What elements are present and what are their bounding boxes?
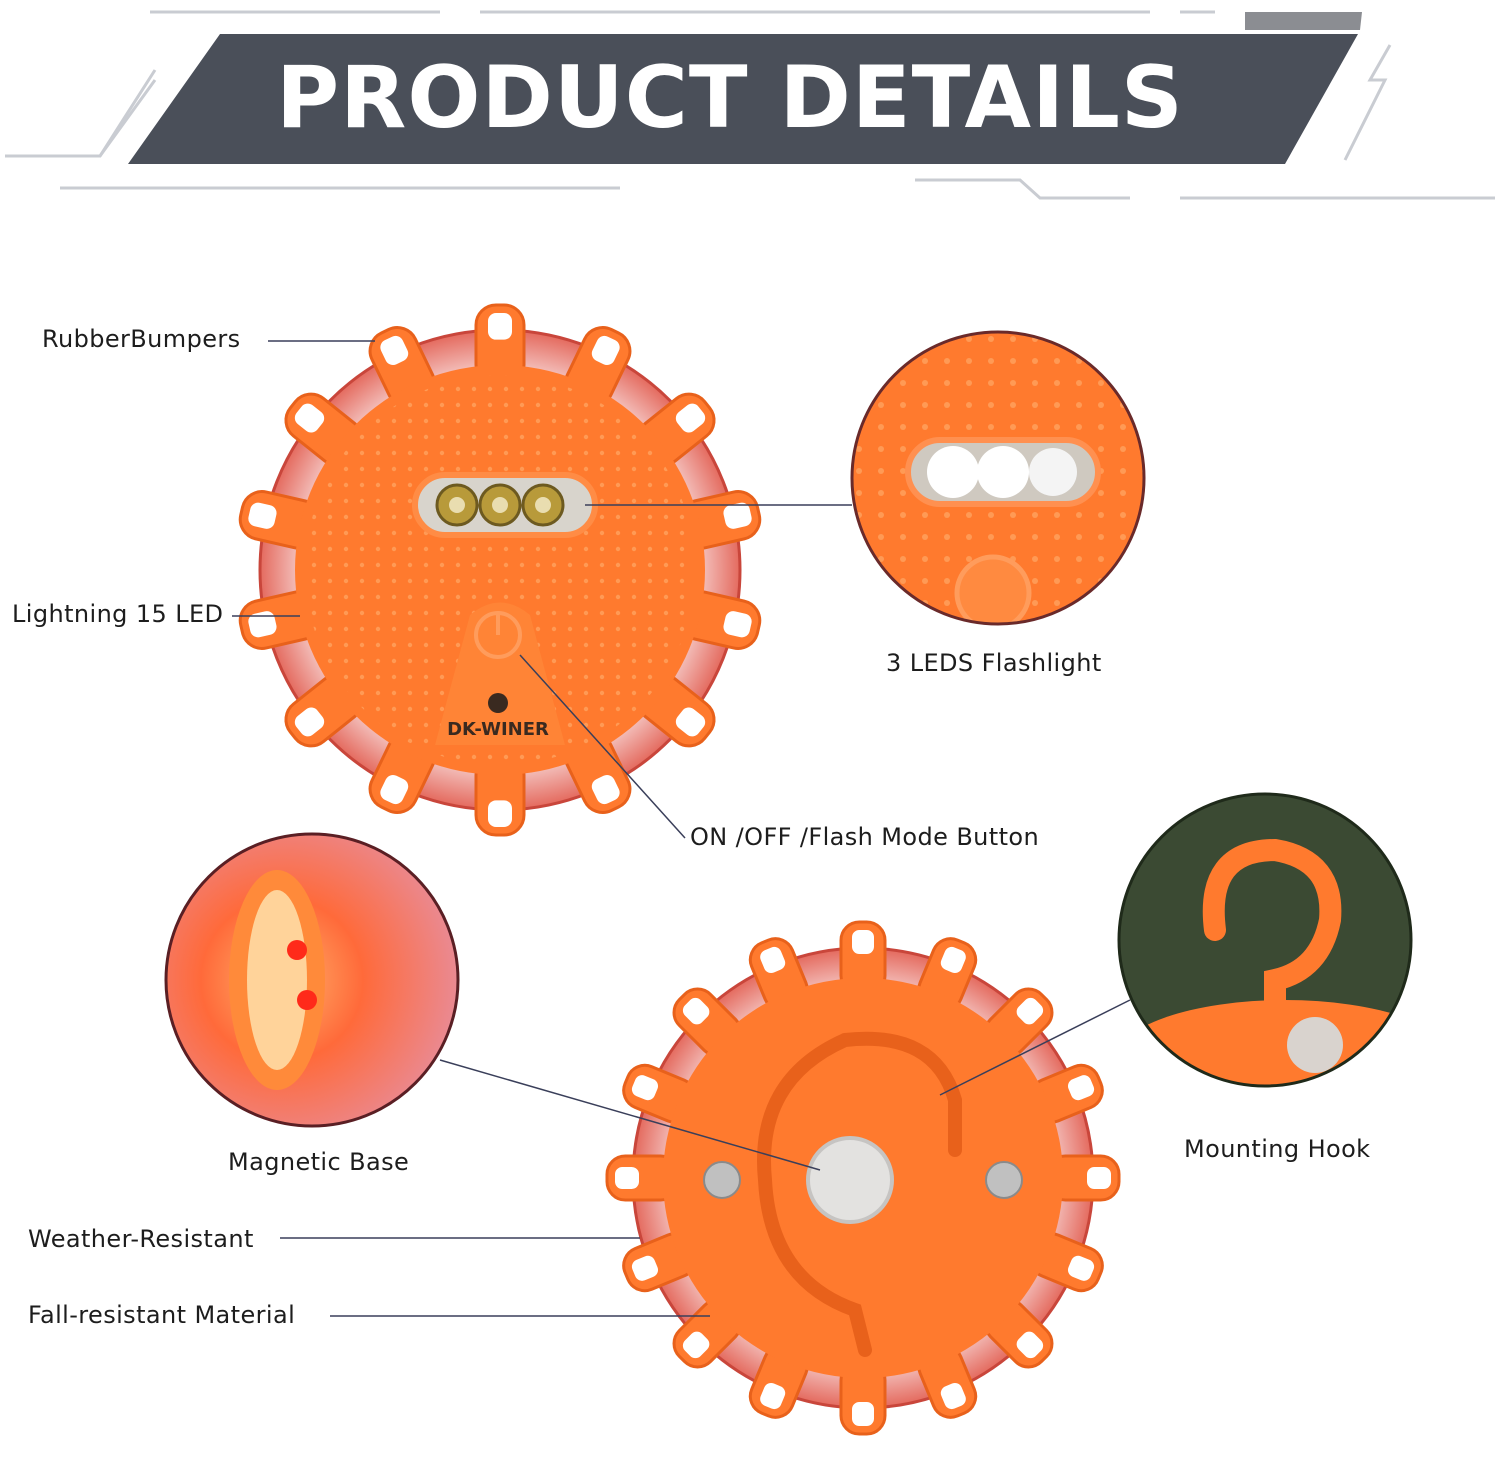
- bumper-hole: [615, 1167, 639, 1189]
- bumper-hole: [631, 1255, 659, 1281]
- magnetic-base-zoom: [164, 832, 460, 1128]
- bumper-hole: [294, 707, 325, 737]
- bumper-hole: [723, 611, 752, 638]
- flare-back-view: [605, 920, 1121, 1436]
- bumper-hole: [488, 800, 512, 827]
- bumper-hole: [682, 1331, 710, 1359]
- bumper-hole: [940, 946, 966, 974]
- bumper-hole: [1067, 1255, 1095, 1281]
- label-lightning-led: Lightning 15 LED: [12, 600, 224, 628]
- bumper-hole: [248, 502, 277, 529]
- bumper-hole: [675, 403, 706, 433]
- label-rubber-bumpers: RubberBumpers: [42, 325, 241, 353]
- bumper-hole: [940, 1382, 966, 1410]
- bumper-hole: [760, 946, 786, 974]
- bumper-hole: [682, 997, 710, 1025]
- banner-shape: [128, 34, 1358, 164]
- bumper-hole: [852, 1402, 874, 1426]
- bumper-hole: [760, 1382, 786, 1410]
- label-magnetic-base: Magnetic Base: [228, 1148, 410, 1176]
- banner-graphic: [5, 10, 1495, 200]
- page-title: PRODUCT DETAILS: [276, 48, 1184, 148]
- bumper-hole: [380, 774, 409, 805]
- bumper-hole: [380, 335, 409, 366]
- label-leds-flashlight: 3 LEDS Flashlight: [886, 649, 1102, 677]
- label-mounting-hook: Mounting Hook: [1184, 1135, 1371, 1163]
- bumper-hole: [591, 335, 620, 366]
- flashlight-zoom: [850, 330, 1146, 626]
- mounting-hook-zoom: [1117, 792, 1413, 1088]
- label-weather-resistant: Weather-Resistant: [28, 1225, 254, 1253]
- bumper-hole: [248, 611, 277, 638]
- bumper-hole: [1087, 1167, 1111, 1189]
- bumper-hole: [723, 502, 752, 529]
- bumper-hole: [294, 403, 325, 433]
- label-mode-button: ON /OFF /Flash Mode Button: [690, 823, 1040, 851]
- bumper-hole: [852, 930, 874, 954]
- bumper-hole: [1016, 1331, 1044, 1359]
- brand-logo: DK-WINER: [447, 719, 549, 740]
- flare-front-view: DK-WINER: [238, 303, 762, 837]
- label-fall-resistant: Fall-resistant Material: [28, 1301, 296, 1329]
- bumper-hole: [488, 313, 512, 340]
